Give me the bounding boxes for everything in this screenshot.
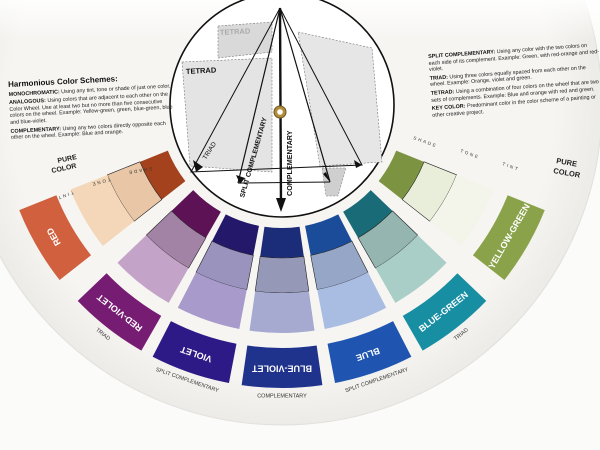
red-violet-shade-swatch — [171, 190, 221, 238]
right-legend: SPLIT COMPLEMENTARY: Using any color wit… — [428, 42, 600, 119]
yellow-green-pure-swatch — [472, 195, 545, 281]
blue-tint-swatch — [317, 272, 387, 329]
tetrad-label: TETRAD — [186, 65, 217, 76]
blue-violet-label: BLUE-VIOLET — [251, 364, 312, 374]
blue-green-tone-swatch — [357, 210, 419, 269]
blue-violet-scheme-label: COMPLEMENTARY — [257, 393, 307, 399]
blue-green-pure-swatch — [402, 273, 487, 351]
red-tone-swatch — [107, 161, 163, 222]
yellow-green-shade-swatch — [378, 150, 425, 200]
tone-header-right: TONE — [460, 148, 481, 160]
segment-red: RED — [19, 150, 186, 281]
violet-pure-swatch — [152, 321, 237, 383]
svg-text:PURE: PURE — [57, 154, 78, 165]
segment-blue-violet: BLUE-VIOLET COMPLEMENTARY — [241, 226, 323, 399]
blue-green-tint-swatch — [375, 235, 447, 303]
blue-green-shade-swatch — [343, 190, 393, 238]
red-pure-swatch — [19, 195, 92, 281]
red-tint-swatch — [70, 174, 135, 246]
violet-tint-swatch — [177, 272, 247, 329]
tetrad-top-label: TETRAD — [220, 26, 251, 37]
yellow-green-tone-swatch — [401, 161, 457, 222]
blue-violet-tint-swatch — [249, 291, 315, 333]
blue-violet-pure-swatch — [241, 345, 323, 388]
blue-violet-shade-swatch — [260, 226, 304, 259]
violet-shade-swatch — [212, 214, 259, 256]
yellow-green-tint-swatch — [429, 174, 494, 246]
complementary-label: COMPLEMENTARY — [285, 130, 294, 196]
tint-header: TINT — [56, 190, 75, 201]
blue-pure-swatch — [327, 321, 412, 383]
tint-header-right: TINT — [502, 161, 521, 172]
shade-header: SHADE — [127, 166, 153, 175]
red-violet-pure-swatch — [77, 273, 162, 351]
red-shade-swatch — [139, 150, 186, 200]
red-violet-tint-swatch — [117, 235, 189, 303]
left-legend: Harmonious Color Schemes: MONOCHROMATIC:… — [7, 74, 173, 142]
blue-shade-swatch — [305, 214, 352, 256]
svg-text:PURE: PURE — [556, 156, 578, 168]
violet-tone-swatch — [195, 240, 254, 291]
tone-header: TONE — [90, 177, 111, 187]
blue-violet-tone-swatch — [254, 256, 310, 294]
dial[interactable]: TETRAD TETRAD TRIAD SPLIT COMPLEMENTARY … — [169, 0, 395, 218]
